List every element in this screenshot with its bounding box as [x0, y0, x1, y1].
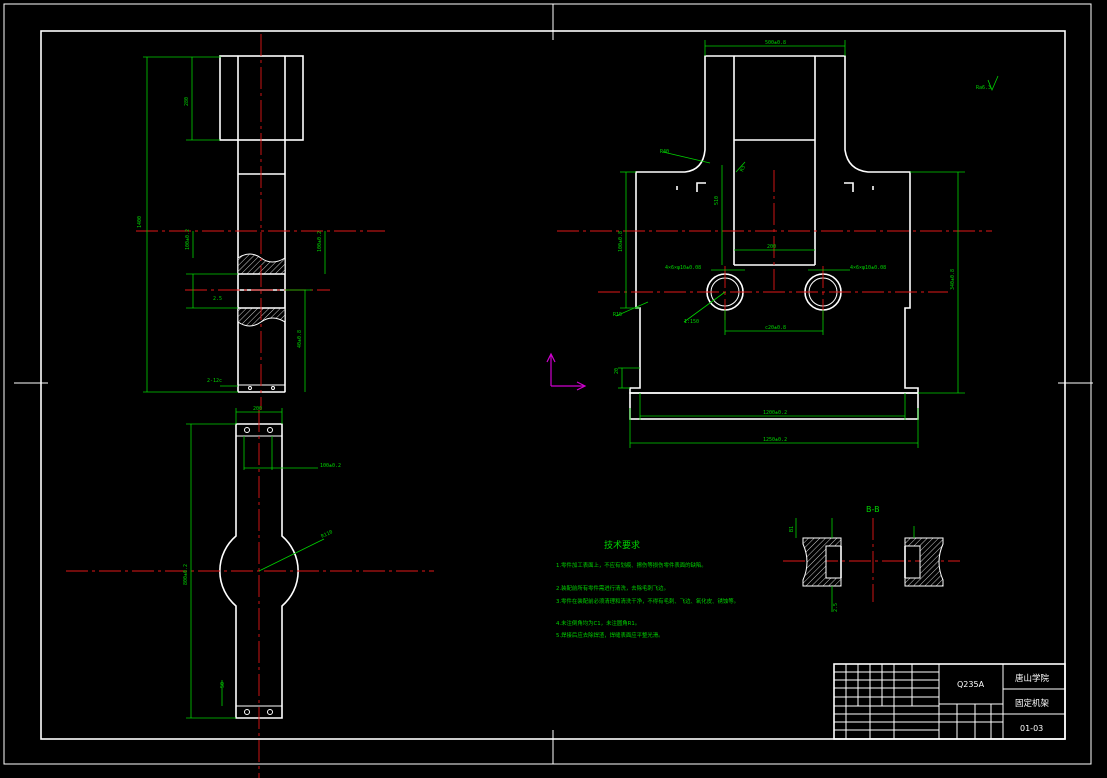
svg-text:40±0.8: 40±0.8 — [297, 330, 303, 348]
svg-text:340±0.8: 340±0.8 — [950, 269, 956, 290]
svg-text:200: 200 — [767, 244, 776, 250]
tech-req-item: 3.零件在装配前必须清理和清洗干净，不得有毛刺、飞边、氧化皮、锈蚀等。 — [556, 597, 739, 605]
svg-text:B1: B1 — [789, 526, 795, 532]
svg-text:100±0.2: 100±0.2 — [185, 229, 191, 250]
dim-bottom-right: 100±0.2 — [320, 463, 341, 469]
svg-text:50: 50 — [220, 682, 226, 688]
svg-text:4×6×φ10±0.08: 4×6×φ10±0.08 — [850, 265, 886, 271]
section-label: B-B — [866, 505, 880, 514]
tech-req-item: 5.焊接后应去除焊渣，焊缝表面应平整光滑。 — [556, 631, 664, 639]
material: Q235A — [957, 680, 985, 689]
svg-text:2.5: 2.5 — [833, 603, 839, 612]
dim-top-width: 500±0.8 — [765, 40, 786, 46]
dim-bottom-width: 200 — [253, 406, 262, 412]
svg-text:Ra6.3: Ra6.3 — [976, 85, 991, 91]
title-block: Q235A 唐山学院 固定机架 01-03 — [833, 663, 1066, 740]
tech-req-item: 4.未注倒角均为C1，未注圆角R1。 — [556, 619, 640, 627]
svg-text:100±0.8: 100±0.8 — [618, 231, 624, 252]
dim-radius: R110 — [320, 529, 333, 540]
front-view: 500±0.8 1200±0.2 1250±0.2 c20±0.8 340±0.… — [546, 40, 999, 448]
dim-base-outer: 1250±0.2 — [763, 437, 787, 443]
part-name: 固定机架 — [1015, 698, 1050, 709]
sheet-border — [3, 3, 1093, 765]
svg-text:280: 280 — [184, 97, 190, 106]
svg-text:R15: R15 — [613, 312, 622, 318]
svg-text:2-12c: 2-12c — [207, 378, 222, 384]
svg-text:1:150: 1:150 — [684, 319, 699, 325]
dim-base-inner: 1200±0.2 — [763, 410, 787, 416]
svg-text:R40: R40 — [660, 149, 669, 155]
ucs-icon — [546, 352, 587, 391]
plan-view: 200 800±0.2 100±0.2 R110 50 — [66, 406, 434, 778]
dim-bottom-height: 800±0.2 — [183, 564, 189, 585]
svg-text:20: 20 — [614, 368, 620, 374]
tech-req-item: 2.装配前所有零件需进行清洗，去除毛刺飞边。 — [556, 584, 669, 592]
svg-text:100±0.2: 100±0.2 — [317, 231, 323, 252]
svg-text:2.5: 2.5 — [213, 296, 222, 302]
drawing-number: 01-03 — [1020, 724, 1043, 733]
tech-req-item: 1.零件加工表面上，不应有划痕、擦伤等损伤零件表面的缺陷。 — [556, 561, 707, 569]
section-bb: B-B B1 2.5 — [783, 505, 960, 612]
svg-text:510: 510 — [714, 196, 720, 205]
dim-left-height: 1400 — [137, 216, 143, 228]
technical-requirements: 技术要求 1.零件加工表面上，不应有划痕、擦伤等损伤零件表面的缺陷。 2.装配前… — [556, 539, 739, 639]
dim-hole-spacing: c20±0.8 — [765, 325, 786, 331]
side-view: 1400 280 100±0.2 100±0.2 2.5 40±0.8 2-12… — [136, 34, 385, 410]
tech-req-title: 技术要求 — [604, 539, 640, 551]
school-name: 唐山学院 — [1015, 673, 1050, 684]
svg-text:4×6×φ10±0.08: 4×6×φ10±0.08 — [665, 265, 701, 271]
svg-text:R3: R3 — [739, 165, 747, 173]
